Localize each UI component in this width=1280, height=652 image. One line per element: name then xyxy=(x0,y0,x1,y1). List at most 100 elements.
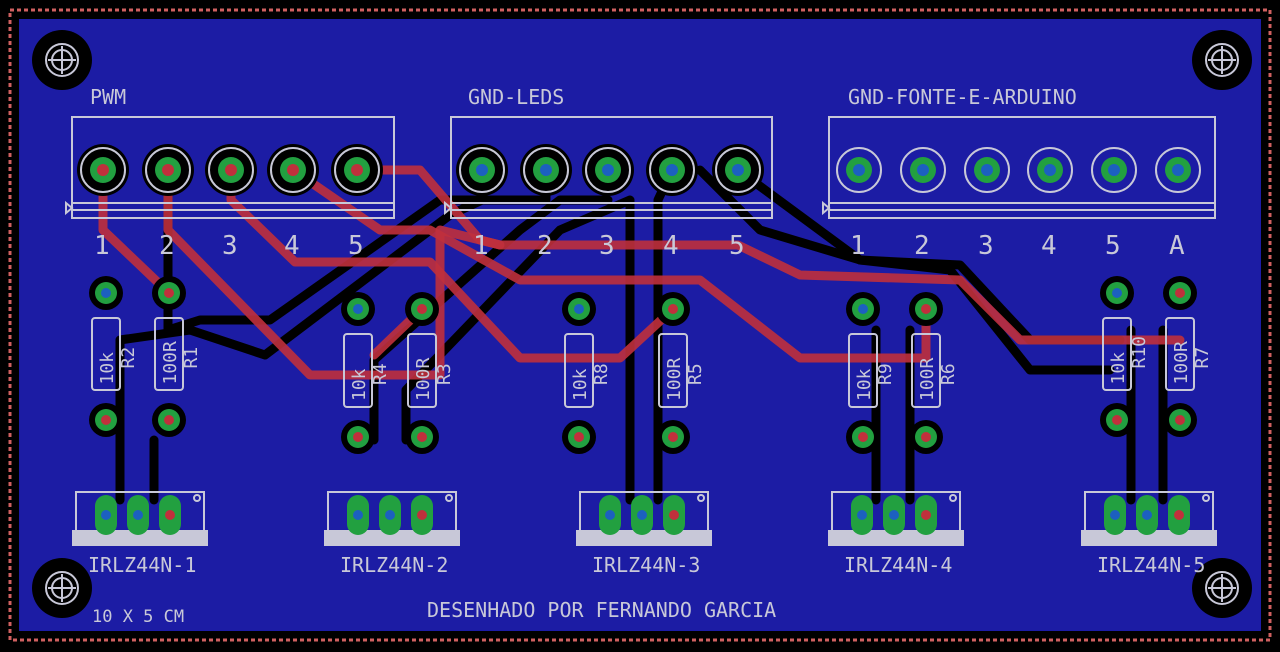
top-trace xyxy=(288,165,931,363)
drill-hole xyxy=(666,164,678,176)
drill-hole xyxy=(889,510,899,520)
resistor-body xyxy=(1102,317,1132,391)
resistor-body xyxy=(911,333,941,408)
board-size-label: 10 X 5 CM xyxy=(92,607,184,627)
resistor-value: 100R xyxy=(160,341,181,385)
resistor-body xyxy=(154,317,184,391)
bottom-trace xyxy=(733,165,1115,375)
mounting-hole xyxy=(32,558,92,618)
resistor-body xyxy=(564,333,594,408)
drill-hole xyxy=(101,288,111,298)
connector-label: PWM xyxy=(90,85,126,109)
mosfet-to220: IRLZ44N-4 xyxy=(828,491,964,577)
pin1-marker-icon xyxy=(1202,494,1210,502)
drill-hole xyxy=(97,164,109,176)
pad-silk-ring xyxy=(208,147,254,193)
pin-number: 4 xyxy=(663,231,679,261)
drill-hole xyxy=(668,304,678,314)
drill-hole xyxy=(857,510,867,520)
drill-hole xyxy=(385,510,395,520)
resistor-body xyxy=(848,333,878,408)
top-traces xyxy=(98,165,1185,380)
mounting-hole-outline xyxy=(1205,571,1239,605)
drill-hole xyxy=(981,164,993,176)
mosfet-to220: IRLZ44N-5 xyxy=(1081,491,1217,577)
drill-hole xyxy=(417,304,427,314)
mosfet-label: IRLZ44N-4 xyxy=(844,553,952,577)
drill-hole xyxy=(133,510,143,520)
pad-silk-ring xyxy=(459,147,505,193)
mosfet-label: IRLZ44N-5 xyxy=(1097,553,1205,577)
drill-hole xyxy=(1172,164,1184,176)
pin-number: 5 xyxy=(1105,231,1121,261)
crosshair-icon xyxy=(48,46,76,74)
pin-number: 4 xyxy=(1041,231,1057,261)
pin1-marker-icon xyxy=(949,494,957,502)
drill-hole xyxy=(921,304,931,314)
pad-silk-ring xyxy=(145,147,191,193)
resistor-name: R6 xyxy=(938,363,959,385)
resistor-value: 10k xyxy=(349,368,370,401)
resistor-body xyxy=(658,333,688,408)
drill-hole xyxy=(417,432,427,442)
drill-hole xyxy=(602,164,614,176)
drill-hole xyxy=(1044,164,1056,176)
drill-hole xyxy=(287,164,299,176)
pin-number: 1 xyxy=(850,231,866,261)
pad-silk-ring xyxy=(649,147,695,193)
resistor-body xyxy=(343,333,373,408)
pad-silk-ring xyxy=(80,147,126,193)
drill-hole xyxy=(858,432,868,442)
drill-hole xyxy=(476,164,488,176)
resistor-body xyxy=(407,333,437,408)
pad-silk-ring xyxy=(334,147,380,193)
pin-number: 1 xyxy=(94,231,110,261)
mosfet-label: IRLZ44N-3 xyxy=(592,553,700,577)
drill-hole xyxy=(921,432,931,442)
mounting-hole xyxy=(32,30,92,90)
pad-silk-ring xyxy=(1027,147,1073,193)
drill-hole xyxy=(853,164,865,176)
resistor-value: 10k xyxy=(97,352,118,385)
resistor-value: 10k xyxy=(1108,352,1129,385)
pin-number: 1 xyxy=(473,231,489,261)
drill-hole xyxy=(101,415,111,425)
connector-body xyxy=(828,116,1216,219)
pin1-marker-icon xyxy=(65,200,74,216)
pad-silk-ring xyxy=(900,147,946,193)
drill-hole xyxy=(353,304,363,314)
pin1-marker-icon xyxy=(444,200,453,216)
mounting-hole-outline xyxy=(45,43,79,77)
pad-silk-ring xyxy=(585,147,631,193)
resistor-value: 100R xyxy=(664,357,685,401)
resistor-name: R3 xyxy=(434,363,455,385)
mosfet-to220: IRLZ44N-3 xyxy=(576,491,712,577)
drill-hole xyxy=(1108,164,1120,176)
mounting-hole xyxy=(1192,30,1252,90)
mosfet-label: IRLZ44N-2 xyxy=(340,553,448,577)
drill-hole xyxy=(732,164,744,176)
drill-hole xyxy=(1110,510,1120,520)
drill-hole xyxy=(574,432,584,442)
drill-hole xyxy=(101,510,111,520)
mounting-hole-outline xyxy=(45,571,79,605)
drill-hole xyxy=(353,432,363,442)
drill-hole xyxy=(1175,288,1185,298)
resistor-name: R10 xyxy=(1129,336,1150,369)
drill-hole xyxy=(1175,415,1185,425)
drill-hole xyxy=(917,164,929,176)
pin1-marker-icon xyxy=(193,494,201,502)
resistor-value: 100R xyxy=(1171,341,1192,385)
mounting-hole-outline xyxy=(1205,43,1239,77)
resistor-value: 10k xyxy=(854,368,875,401)
pin-number: 4 xyxy=(284,231,300,261)
resistor-name: R2 xyxy=(118,347,139,369)
